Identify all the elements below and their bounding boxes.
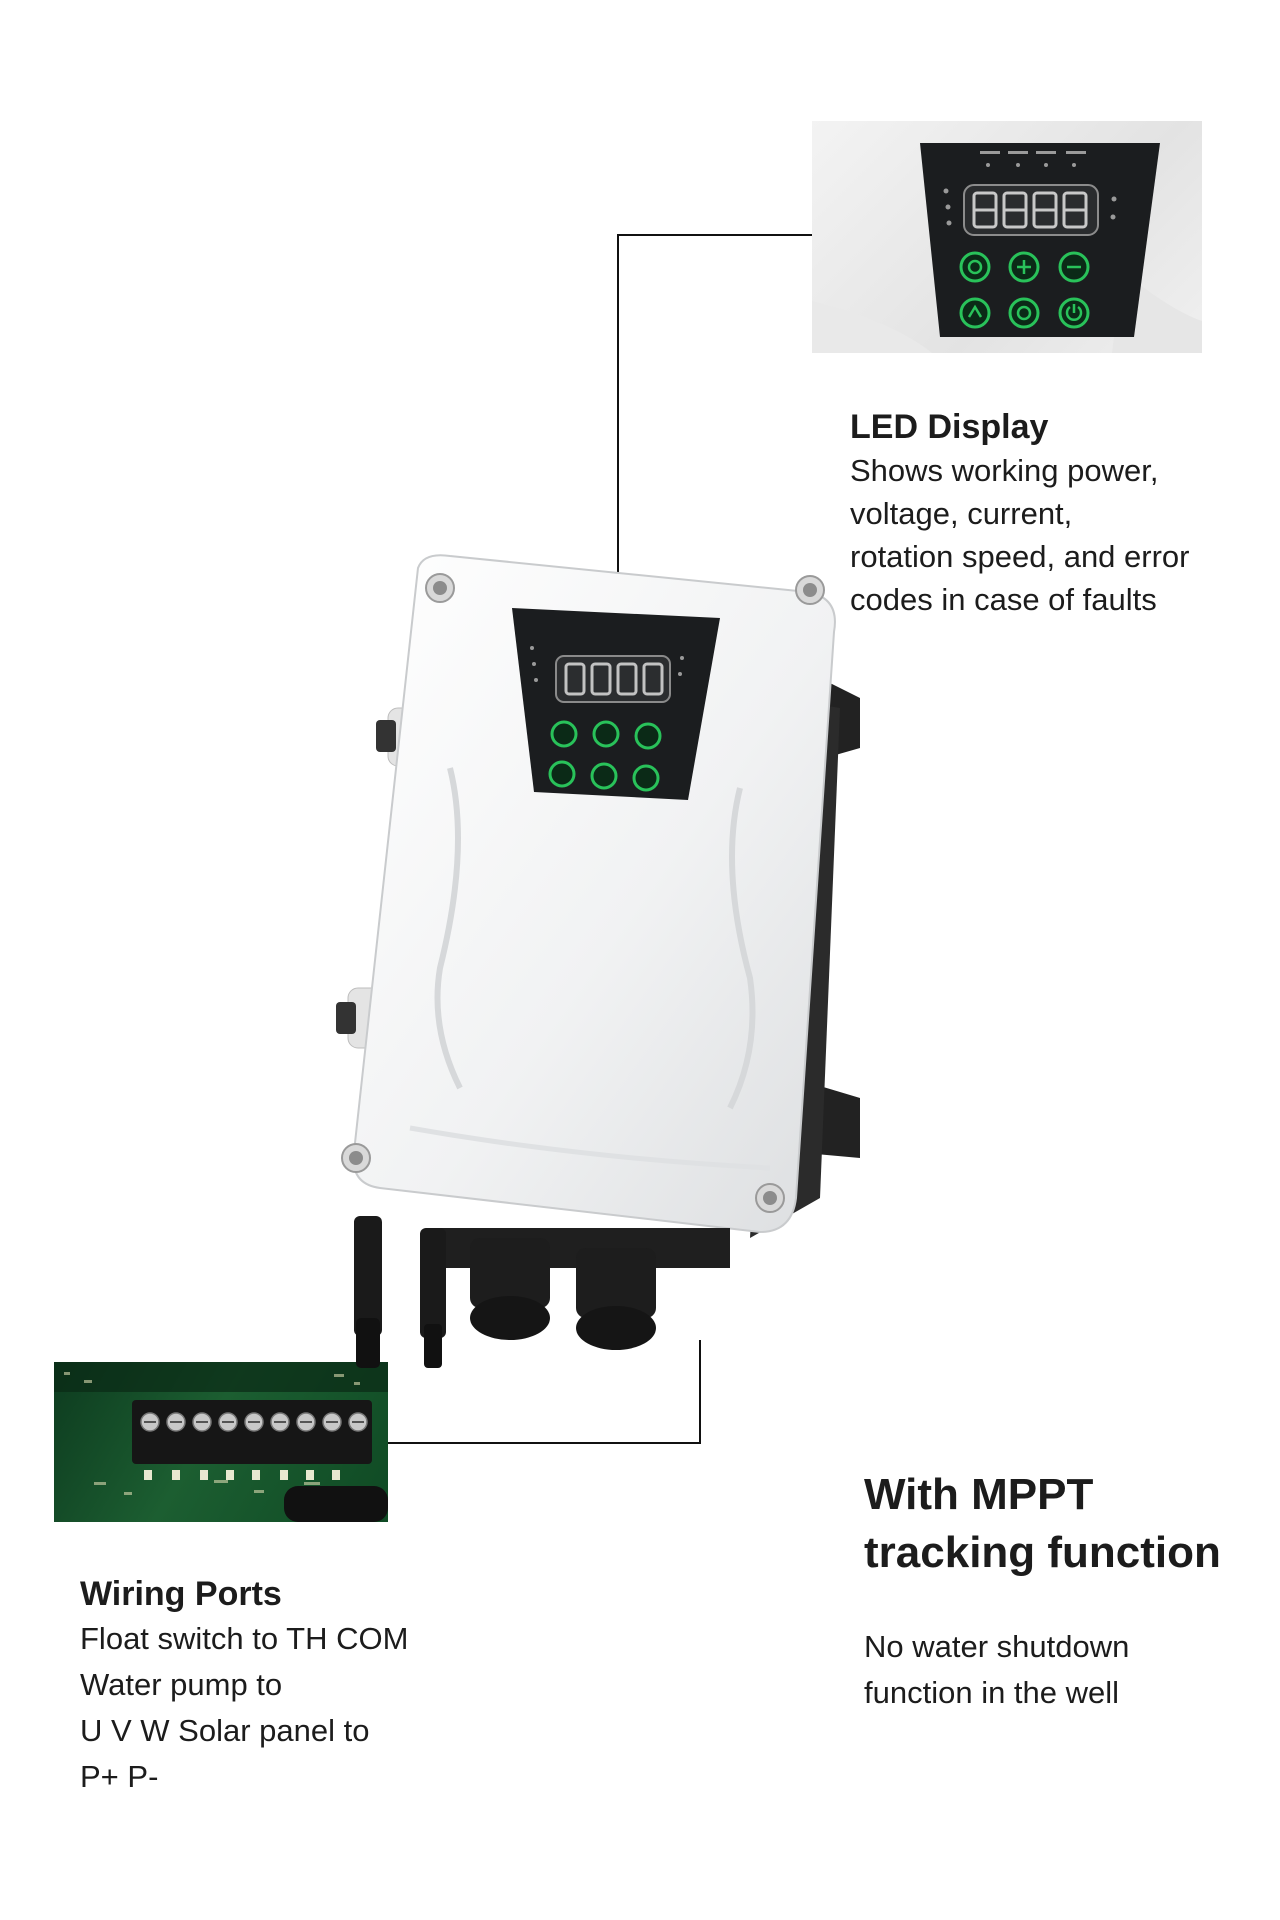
display-closeup-inset (812, 121, 1202, 353)
wiring-leader-horizontal (387, 1442, 701, 1444)
wiring-ports-line-1: Float switch to TH COM (80, 1621, 409, 1656)
wiring-inset-photo (54, 1362, 388, 1522)
mppt-line-1: No water shutdown (864, 1629, 1130, 1664)
wiring-ports-line-4: P+ P- (80, 1759, 159, 1794)
led-display-callout: LED Display Shows working power, voltage… (850, 405, 1260, 621)
display-leader-horizontal (617, 234, 815, 236)
wiring-ports-title: Wiring Ports (80, 1575, 282, 1613)
mppt-line-2: function in the well (864, 1675, 1120, 1710)
led-display-line-2: voltage, current, (850, 496, 1073, 531)
wiring-ports-line-2: Water pump to (80, 1667, 283, 1702)
wiring-leader-vertical (699, 1340, 701, 1444)
mppt-callout: With MPPT tracking function No water shu… (864, 1466, 1264, 1716)
wiring-ports-line-3: U V W Solar panel to (80, 1713, 370, 1748)
controller-enclosure (336, 554, 860, 1368)
mppt-title-line-2: tracking function (864, 1528, 1221, 1577)
led-display-line-3: rotation speed, and error (850, 539, 1190, 574)
wiring-closeup-inset (54, 1362, 388, 1522)
display-inset-photo (812, 143, 1202, 353)
led-display-line-4: codes in case of faults (850, 582, 1157, 617)
mppt-title-line-1: With MPPT (864, 1470, 1094, 1519)
display-leader-vertical (617, 234, 619, 626)
led-display-line-1: Shows working power, (850, 453, 1159, 488)
led-display-title: LED Display (850, 408, 1049, 446)
wiring-ports-callout: Wiring Ports Float switch to TH COM Wate… (80, 1572, 540, 1800)
